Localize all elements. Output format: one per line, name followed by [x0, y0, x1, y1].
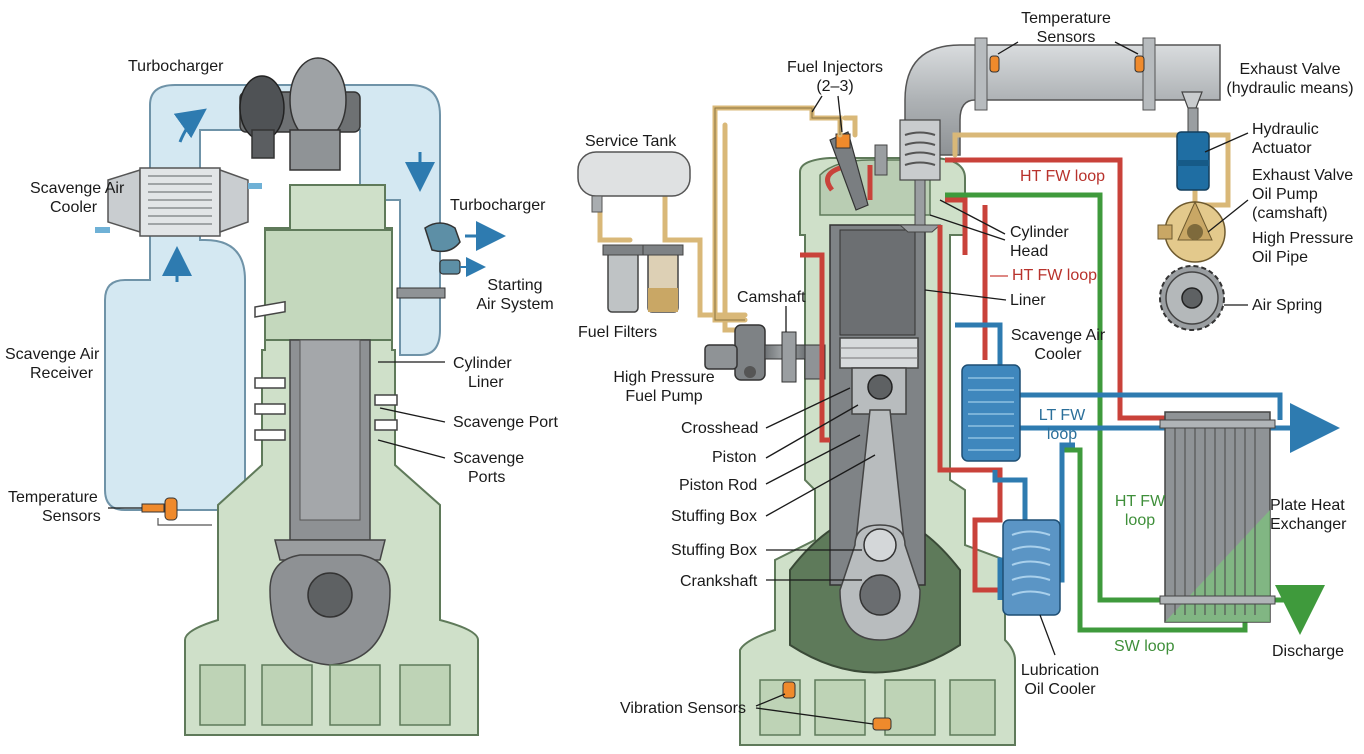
label-fuel-injectors: Fuel Injectors(2–3)	[787, 59, 883, 95]
label-air-spring: Air Spring	[1252, 297, 1322, 314]
piston	[839, 337, 919, 415]
label-stuffing-box-1: Stuffing Box	[671, 508, 757, 525]
label-crankshaft: Crankshaft	[680, 573, 758, 590]
temperature-sensor-icon	[989, 55, 1000, 73]
left-engine	[95, 57, 506, 736]
label-vibration-sensors: Vibration Sensors	[620, 700, 746, 717]
service-tank	[577, 151, 691, 213]
label-fuel-filters: Fuel Filters	[578, 324, 657, 341]
label-scavenge-port: Scavenge Port	[453, 414, 559, 431]
label-turbocharger-top: Turbocharger	[128, 58, 224, 75]
temperature-sensor-icon	[1134, 55, 1145, 73]
air-spring-gear-icon	[1159, 265, 1225, 331]
label-piston: Piston	[712, 449, 756, 466]
right-engine	[577, 37, 1340, 746]
label-exhaust-valve: Exhaust Valve(hydraulic means)	[1226, 61, 1353, 97]
label-liner: Liner	[1010, 292, 1046, 309]
exhaust-valve-oil-pump	[1157, 200, 1226, 263]
air-flow-arrow	[173, 108, 207, 143]
lubrication-oil-cooler	[1002, 519, 1061, 616]
lt-fw-loop-blue	[955, 322, 1340, 600]
label-turbocharger-side: Turbocharger	[450, 197, 546, 214]
temperature-sensor-icon	[141, 497, 212, 526]
exhaust-valve-spring	[898, 119, 942, 233]
label-ht-fw-loop-top: HT FW loop	[1020, 168, 1105, 185]
label-service-tank: Service Tank	[585, 133, 677, 150]
label-sw-loop: SW loop	[1114, 638, 1175, 655]
crankshaft	[839, 524, 921, 641]
high-pressure-fuel-pump	[704, 324, 826, 383]
vibration-sensor-icon	[782, 681, 796, 699]
exhaust-pipe	[904, 37, 1221, 156]
cylinder-top-block	[264, 229, 393, 341]
turbocharger-side	[396, 221, 506, 299]
label-piston-rod: Piston Rod	[679, 477, 757, 494]
label-ht-fw-loop-mid: HT FW loop	[1012, 267, 1097, 284]
hydraulic-actuator	[1176, 131, 1210, 191]
label-crosshead: Crosshead	[681, 420, 758, 437]
fuel-filters	[602, 244, 684, 313]
exhaust-valve	[1181, 91, 1203, 135]
vibration-sensor-icon	[872, 717, 892, 731]
scavenge-ports	[254, 300, 398, 441]
label-discharge: Discharge	[1272, 643, 1344, 660]
scavenge-air-cooler-right	[961, 364, 1021, 462]
label-camshaft: Camshaft	[737, 289, 806, 306]
ht-fw-loop-red	[800, 157, 1165, 593]
plate-heat-exchanger	[1159, 411, 1276, 623]
scavenge-air-cooler	[95, 167, 262, 237]
turbocharger-top	[239, 57, 361, 171]
label-stuffing-box-2: Stuffing Box	[671, 542, 757, 559]
